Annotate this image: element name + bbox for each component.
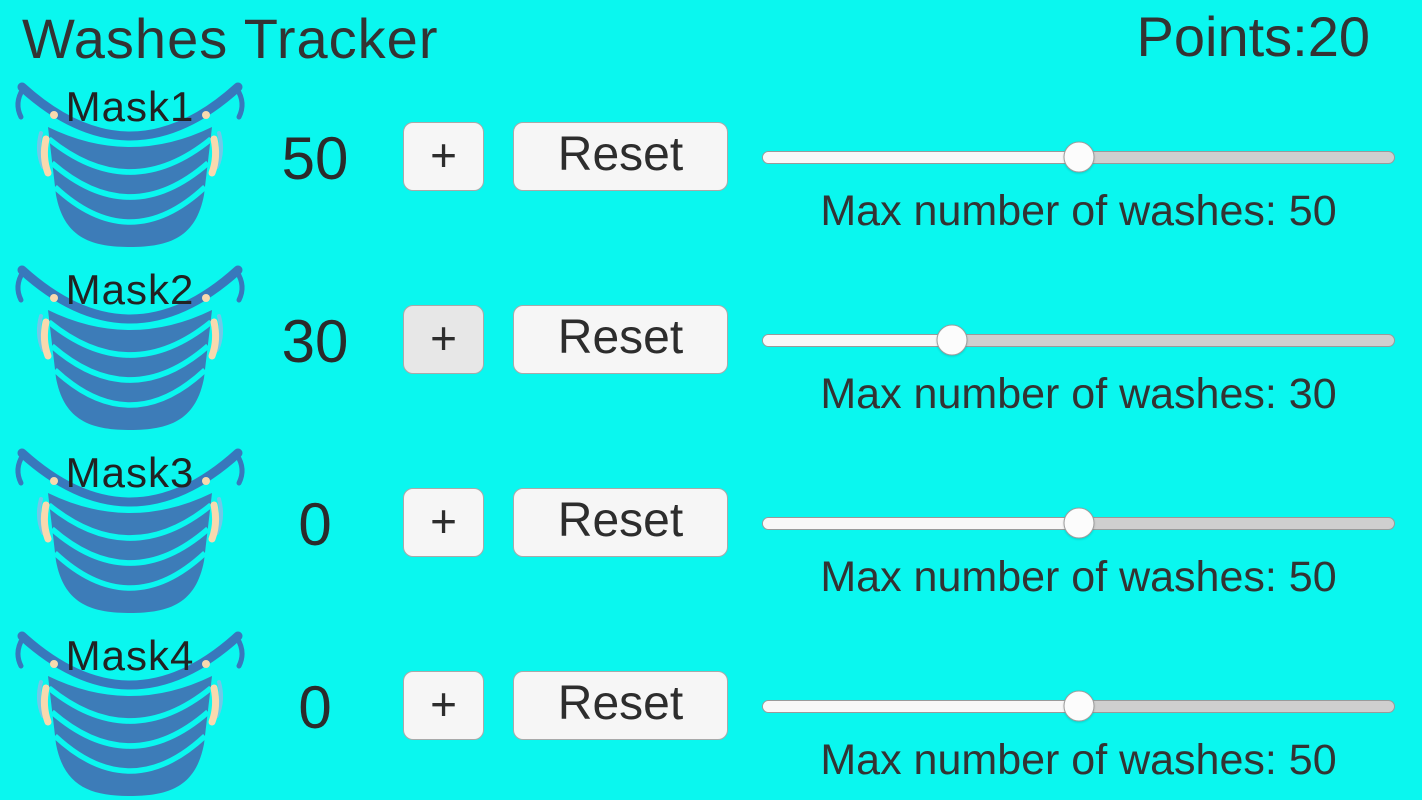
slider-fill bbox=[763, 152, 1079, 163]
mask-image: Mask1 bbox=[10, 75, 250, 250]
mask-row: Mask2 30 + Reset Max number of washes: 3… bbox=[0, 258, 1422, 440]
increment-button[interactable]: + bbox=[403, 122, 484, 191]
page-title: Washes Tracker bbox=[22, 7, 439, 70]
max-washes-label: Max number of washes: 50 bbox=[820, 187, 1337, 235]
slider-thumb[interactable] bbox=[1063, 690, 1094, 722]
max-washes-label: Max number of washes: 50 bbox=[820, 553, 1337, 601]
mask-image: Mask2 bbox=[10, 258, 250, 433]
mask-row: Mask4 0 + Reset Max number of washes: 50 bbox=[0, 624, 1422, 800]
mask-label: Mask4 bbox=[65, 632, 195, 679]
mask-label: Mask1 bbox=[65, 83, 195, 130]
increment-button[interactable]: + bbox=[403, 671, 484, 740]
mask-row: Mask1 50 + Reset Max number of washes: 5… bbox=[0, 75, 1422, 257]
max-washes-label: Max number of washes: 30 bbox=[820, 370, 1337, 418]
slider-fill bbox=[763, 335, 953, 346]
max-washes-label: Max number of washes: 50 bbox=[820, 736, 1337, 784]
mask-image: Mask3 bbox=[10, 441, 250, 616]
reset-button[interactable]: Reset bbox=[513, 488, 728, 557]
max-washes-slider[interactable] bbox=[762, 507, 1395, 539]
points-value: 20 bbox=[1307, 5, 1370, 68]
max-washes-slider[interactable] bbox=[762, 324, 1395, 356]
wash-count: 50 bbox=[281, 125, 349, 192]
mask-row: Mask3 0 + Reset Max number of washes: 50 bbox=[0, 441, 1422, 623]
slider-thumb[interactable] bbox=[1063, 141, 1094, 173]
increment-button[interactable]: + bbox=[403, 305, 484, 374]
slider-track[interactable] bbox=[762, 334, 1395, 347]
points-display: Points:20 bbox=[1137, 4, 1371, 69]
reset-button[interactable]: Reset bbox=[513, 122, 728, 191]
increment-button[interactable]: + bbox=[403, 488, 484, 557]
mask-image: Mask4 bbox=[10, 624, 250, 799]
slider-fill bbox=[763, 518, 1079, 529]
max-washes-slider[interactable] bbox=[762, 141, 1395, 173]
wash-count: 30 bbox=[281, 308, 349, 375]
reset-button[interactable]: Reset bbox=[513, 305, 728, 374]
slider-thumb[interactable] bbox=[936, 324, 968, 356]
slider-thumb[interactable] bbox=[1063, 507, 1094, 539]
wash-count: 0 bbox=[298, 491, 332, 558]
mask-label: Mask3 bbox=[65, 449, 195, 496]
slider-fill bbox=[763, 701, 1079, 712]
points-label: Points: bbox=[1136, 5, 1308, 68]
mask-label: Mask2 bbox=[65, 266, 195, 313]
wash-count: 0 bbox=[298, 674, 332, 741]
reset-button[interactable]: Reset bbox=[513, 671, 728, 740]
max-washes-slider[interactable] bbox=[762, 690, 1395, 722]
